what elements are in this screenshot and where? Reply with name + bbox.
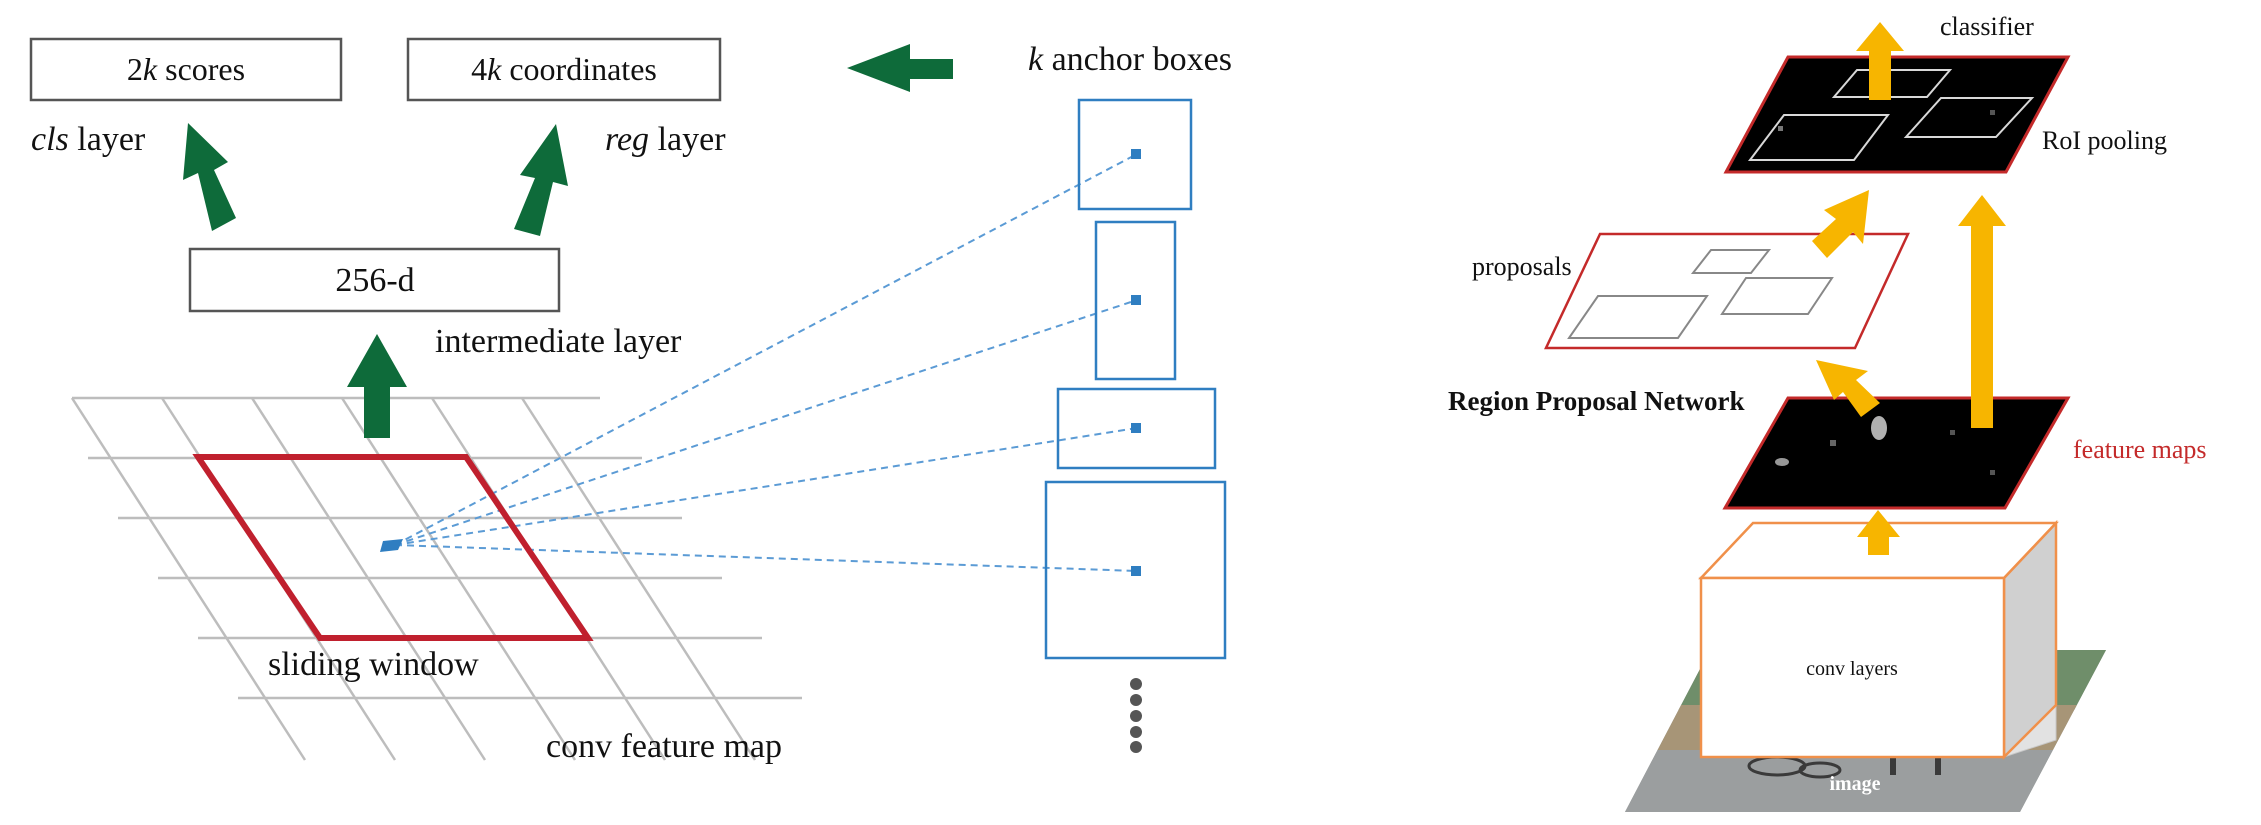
cls-scores-box — [29, 37, 343, 102]
region-proposal-network-label: Region Proposal Network — [1448, 386, 1745, 416]
anchor-centers — [1131, 149, 1141, 576]
intermediate-256d-box — [188, 247, 561, 313]
arrow-up-icon — [347, 334, 407, 438]
anchor-boxes-title: k anchor boxes — [1028, 41, 1232, 78]
roi-pooling-label: RoI pooling — [2042, 126, 2167, 155]
conv-layers-block: conv layers — [1698, 519, 2059, 761]
feature-maps-plane: feature maps — [1722, 396, 2207, 510]
arrow-up-icon — [514, 124, 568, 236]
reg-coordinates-text: 4k coordinates — [471, 51, 657, 87]
window-center-point — [380, 539, 403, 552]
faster-rcnn-overview-panel: image conv layers feature maps propo — [1448, 12, 2207, 812]
anchor-boxes — [1044, 98, 1227, 660]
green-arrows — [183, 44, 953, 438]
arrow-up-icon — [1816, 360, 1880, 417]
anchor-box — [1094, 220, 1177, 381]
arrow-up-icon — [1856, 22, 1904, 100]
proposals-plane: proposals — [1472, 232, 1910, 350]
anchor-box — [1056, 387, 1217, 470]
cls-layer-label: cls layer — [31, 121, 146, 158]
feature-maps-label: feature maps — [2073, 435, 2207, 464]
sliding-window-label: sliding window — [268, 646, 479, 683]
yellow-arrows — [1812, 22, 2006, 555]
rpn-detail-panel: 2k scores 4k coordinates cls layer reg l… — [29, 37, 1232, 765]
roi-pooling-plane: RoI pooling — [1723, 55, 2167, 174]
conv-layers-label: conv layers — [1806, 658, 1898, 680]
sliding-window — [192, 454, 594, 641]
cls-scores-text: 2k scores — [127, 51, 245, 87]
more-anchors-ellipsis-icon — [1130, 678, 1142, 753]
arrow-up-icon — [1958, 195, 2006, 428]
arrow-up-icon — [183, 123, 236, 231]
intermediate-layer-label: intermediate layer — [435, 323, 682, 360]
arrow-up-icon — [1857, 510, 1900, 555]
intermediate-256d-text: 256-d — [335, 262, 414, 299]
image-label: image — [1829, 773, 1880, 795]
anchor-box — [1044, 480, 1227, 660]
anchor-projection-lines — [394, 153, 1138, 572]
arrow-left-icon — [847, 44, 953, 92]
reg-layer-label: reg layer — [605, 121, 726, 158]
conv-feature-map-label: conv feature map — [546, 728, 782, 765]
anchor-box — [1077, 98, 1193, 211]
proposals-label: proposals — [1472, 252, 1572, 281]
arrow-up-icon — [1812, 190, 1869, 258]
reg-coordinates-box — [406, 37, 722, 102]
classifier-label: classifier — [1940, 12, 2034, 41]
conv-feature-map-grid — [70, 396, 802, 761]
